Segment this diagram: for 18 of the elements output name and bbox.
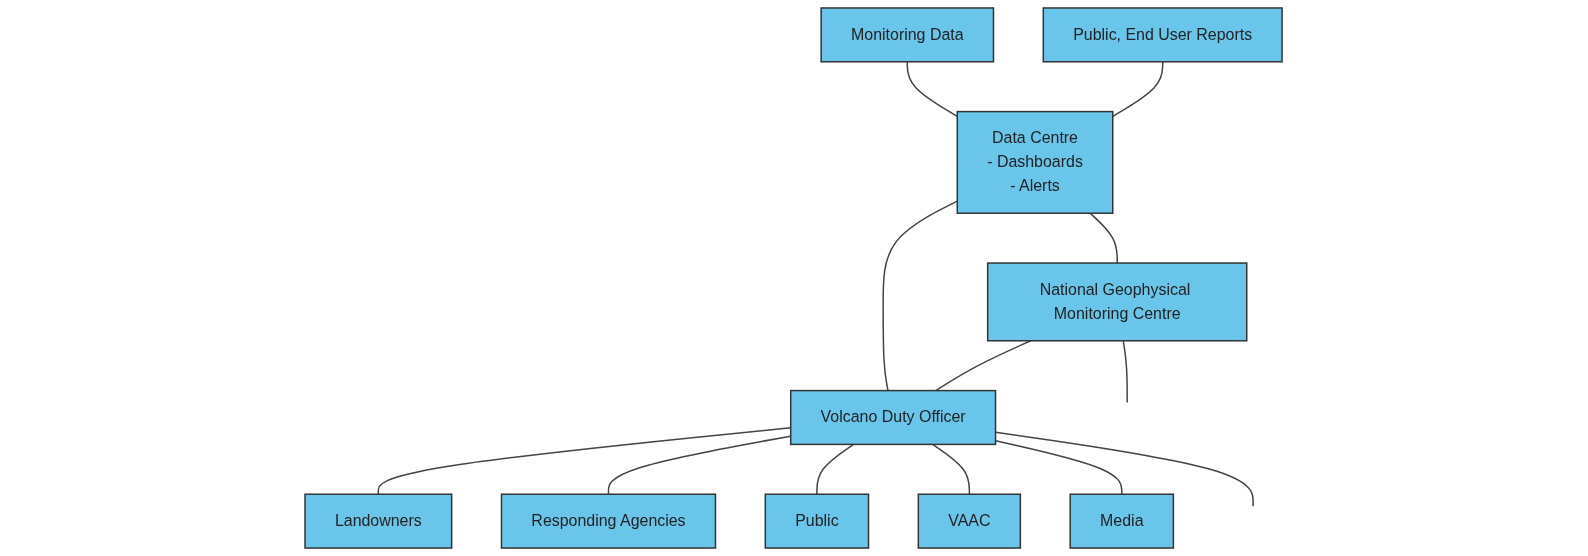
node-box: Data Centre - Dashboards - Alerts bbox=[956, 110, 1114, 214]
node-box: Public bbox=[764, 493, 870, 549]
connector bbox=[1122, 340, 1128, 404]
node-box: Volcano Duty Officer bbox=[789, 389, 997, 446]
node-box: National Geophysical Monitoring Centre bbox=[986, 262, 1248, 342]
connector bbox=[1089, 212, 1118, 264]
node-box: Public, End User Reports bbox=[1042, 7, 1283, 63]
connector bbox=[882, 200, 958, 392]
connector bbox=[1112, 61, 1164, 118]
connector bbox=[935, 340, 1032, 392]
connector bbox=[906, 61, 958, 118]
connector bbox=[931, 443, 971, 495]
connector bbox=[816, 443, 855, 495]
node-box: Media bbox=[1069, 493, 1175, 549]
node-box: Landowners bbox=[304, 493, 453, 549]
node-box: Responding Agencies bbox=[500, 493, 717, 549]
node-box: VAAC bbox=[917, 493, 1022, 549]
node-box: Monitoring Data bbox=[820, 7, 995, 63]
